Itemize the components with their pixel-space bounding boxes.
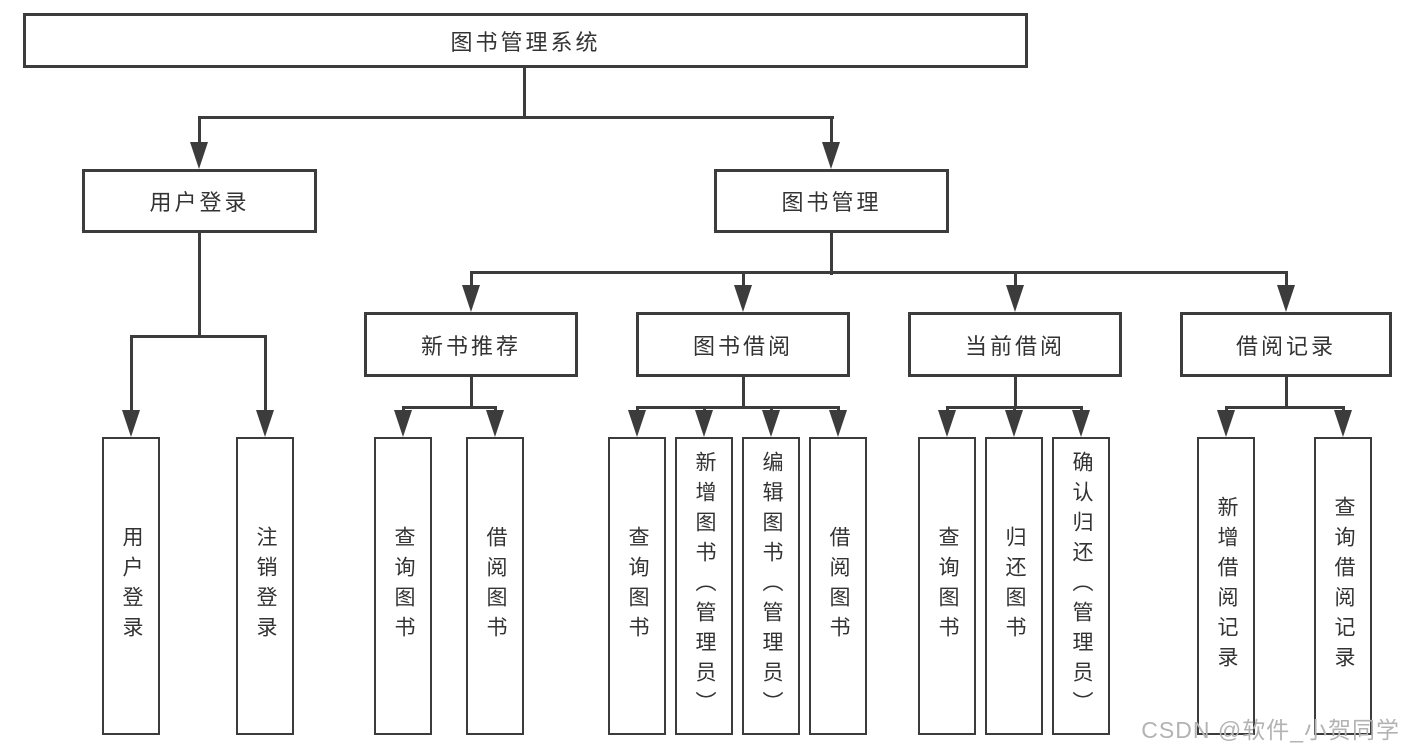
leaf-label: 查询图书: [392, 526, 415, 646]
connector-line: [1014, 377, 1017, 409]
leaf-query-books-recommend: 查询图书: [374, 437, 432, 735]
arrowhead-down-icon: [1005, 410, 1023, 437]
leaf-label: 编辑图书（管理员）: [760, 451, 783, 721]
leaf-label: 确认归还（管理员）: [1070, 451, 1093, 721]
leaf-label: 用户登录: [120, 526, 143, 646]
arrowhead-down-icon: [256, 410, 274, 437]
connector-line: [742, 271, 745, 289]
node-label: 图书借阅: [692, 333, 793, 359]
arrowhead-down-icon: [829, 410, 847, 437]
csdn-watermark: CSDN @软件_小贺同学: [1141, 717, 1400, 743]
arrowhead-down-icon: [734, 285, 752, 312]
node-user-login: 用户登录: [82, 169, 317, 233]
connector-line: [1285, 271, 1288, 289]
arrowhead-down-icon: [822, 142, 840, 169]
connector-line: [1014, 271, 1017, 289]
leaf-label: 归还图书: [1003, 526, 1026, 646]
node-root-library-system: 图书管理系统: [23, 13, 1028, 68]
connector-line: [402, 406, 497, 409]
node-label: 新书推荐: [420, 333, 521, 359]
connector-line: [130, 335, 133, 415]
node-book-management: 图书管理: [714, 169, 949, 233]
node-label: 当前借阅: [964, 333, 1065, 359]
leaf-user-login: 用户登录: [102, 437, 160, 735]
connector-line: [830, 233, 833, 275]
node-label: 图书管理: [781, 190, 882, 215]
node-book-borrowing: 图书借阅: [636, 312, 850, 377]
node-current-borrowing: 当前借阅: [908, 312, 1122, 377]
leaf-logout: 注销登录: [236, 437, 294, 735]
leaf-borrow-books: 借阅图书: [809, 437, 867, 735]
leaf-label: 借阅图书: [827, 526, 850, 646]
node-label: 图书管理系统: [450, 29, 601, 55]
arrowhead-down-icon: [1217, 410, 1235, 437]
node-label: 用户登录: [149, 190, 250, 215]
leaf-query-books-borrow: 查询图书: [608, 437, 666, 735]
leaf-label: 借阅图书: [484, 526, 507, 646]
leaf-label: 注销登录: [254, 526, 277, 646]
arrowhead-down-icon: [628, 410, 646, 437]
connector-line: [130, 335, 267, 338]
connector-line: [742, 377, 745, 409]
arrowhead-down-icon: [486, 410, 504, 437]
leaf-label: 查询图书: [936, 526, 959, 646]
connector-line: [198, 116, 834, 119]
leaf-borrow-books-recommend: 借阅图书: [466, 437, 524, 735]
leaf-query-borrow-record: 查询借阅记录: [1314, 437, 1372, 735]
arrowhead-down-icon: [1334, 410, 1352, 437]
leaf-label: 查询借阅记录: [1332, 496, 1355, 676]
node-borrowing-records: 借阅记录: [1180, 312, 1392, 377]
connector-line: [523, 67, 526, 119]
connector-line: [636, 406, 840, 409]
leaf-query-books-current: 查询图书: [918, 437, 976, 735]
leaf-confirm-return-admin: 确认归还（管理员）: [1052, 437, 1110, 735]
arrowhead-down-icon: [1072, 410, 1090, 437]
connector-line: [198, 116, 201, 146]
leaf-return-books: 归还图书: [985, 437, 1043, 735]
arrowhead-down-icon: [1277, 285, 1295, 312]
arrowhead-down-icon: [762, 410, 780, 437]
connector-line: [470, 377, 473, 409]
arrowhead-down-icon: [190, 142, 208, 169]
connector-line: [264, 335, 267, 415]
arrowhead-down-icon: [122, 410, 140, 437]
connector-line: [1285, 377, 1288, 409]
leaf-add-books-admin: 新增图书（管理员）: [675, 437, 733, 735]
leaf-label: 新增借阅记录: [1215, 496, 1238, 676]
leaf-edit-books-admin: 编辑图书（管理员）: [742, 437, 800, 735]
leaf-label: 查询图书: [626, 526, 649, 646]
connector-line: [470, 271, 1288, 274]
connector-line: [198, 233, 201, 338]
arrowhead-down-icon: [938, 410, 956, 437]
node-label: 借阅记录: [1235, 333, 1336, 359]
arrowhead-down-icon: [394, 410, 412, 437]
connector-line: [830, 116, 833, 146]
connector-line: [470, 271, 473, 289]
leaf-add-borrow-record: 新增借阅记录: [1197, 437, 1255, 735]
leaf-label: 新增图书（管理员）: [693, 451, 716, 721]
arrowhead-down-icon: [462, 285, 480, 312]
arrowhead-down-icon: [1006, 285, 1024, 312]
arrowhead-down-icon: [695, 410, 713, 437]
node-new-book-recommendation: 新书推荐: [364, 312, 578, 377]
connector-line: [1225, 406, 1345, 409]
